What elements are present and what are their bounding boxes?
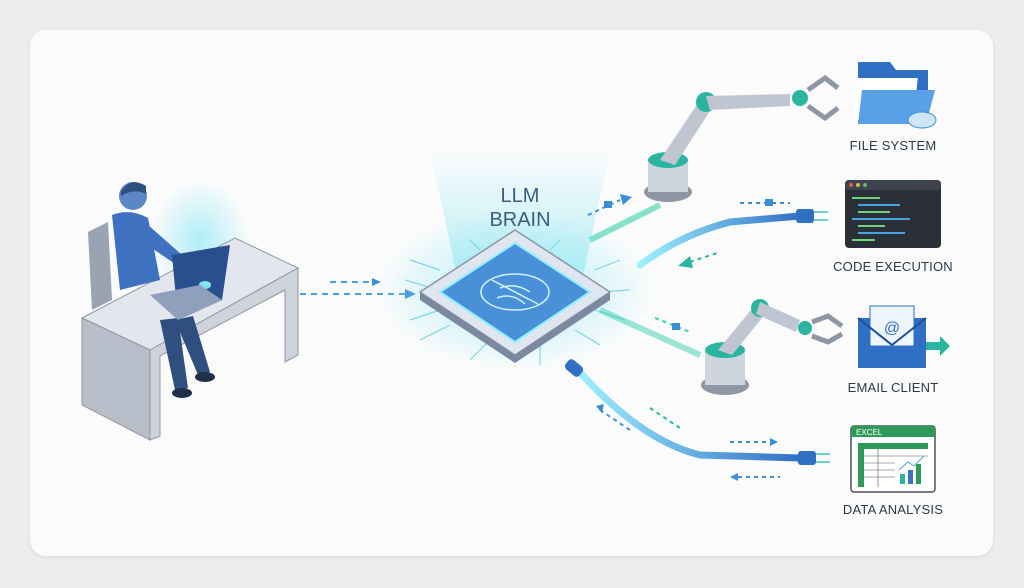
svg-text:EXCEL: EXCEL — [856, 428, 883, 437]
robot-arm-file-system — [644, 74, 840, 202]
connection-file-system — [587, 194, 662, 243]
terminal-icon — [845, 180, 941, 248]
robot-arm-email — [701, 299, 844, 395]
tool-label-data-analysis: DATA ANALYSIS — [842, 502, 944, 517]
llm-brain-line2: BRAIN — [489, 209, 551, 231]
cable-data-analysis — [564, 359, 830, 481]
cable-code-execution — [636, 199, 828, 269]
spreadsheet-icon: EXCEL — [850, 425, 936, 493]
email-icon: @ — [857, 305, 950, 368]
tool-label-file-system: FILE SYSTEM — [849, 138, 937, 153]
connection-email-client — [598, 307, 702, 358]
tool-label-code-execution: CODE EXECUTION — [833, 259, 953, 274]
tool-label-email-client: EMAIL CLIENT — [847, 380, 939, 395]
svg-text:@: @ — [884, 320, 900, 337]
user-at-desk — [80, 180, 300, 441]
llm-brain-line1: LLM — [500, 185, 540, 207]
folder-cloud-icon — [853, 62, 937, 129]
llm-chip — [375, 150, 655, 370]
llm-brain-title: LLM BRAIN — [460, 184, 580, 232]
